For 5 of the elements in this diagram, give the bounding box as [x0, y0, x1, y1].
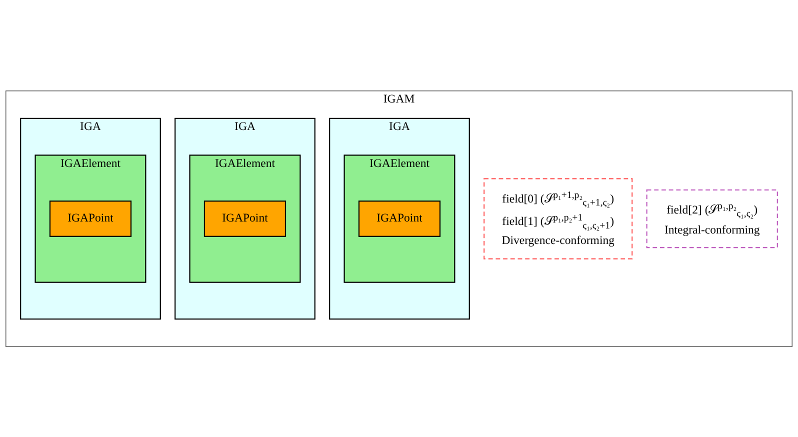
node-box: field[0] (𝒮$^{p₁+1,p₂}$$_{ς₁+1,ς₂}$) field[1] (𝒮$^{p₁,p₂+1}$$_{ς₁,ς₂+1}$) Divergence-conforming — [484, 178, 633, 260]
node-box: field[2] (𝒮$^{p₁,p₂}$$_{ς₁,ς₂}$) Integral-conforming — [646, 189, 778, 248]
node-box: IGAPoint — [49, 200, 132, 237]
node-box: IGAPoint — [204, 200, 286, 237]
node-box: IGAPoint — [358, 200, 441, 237]
